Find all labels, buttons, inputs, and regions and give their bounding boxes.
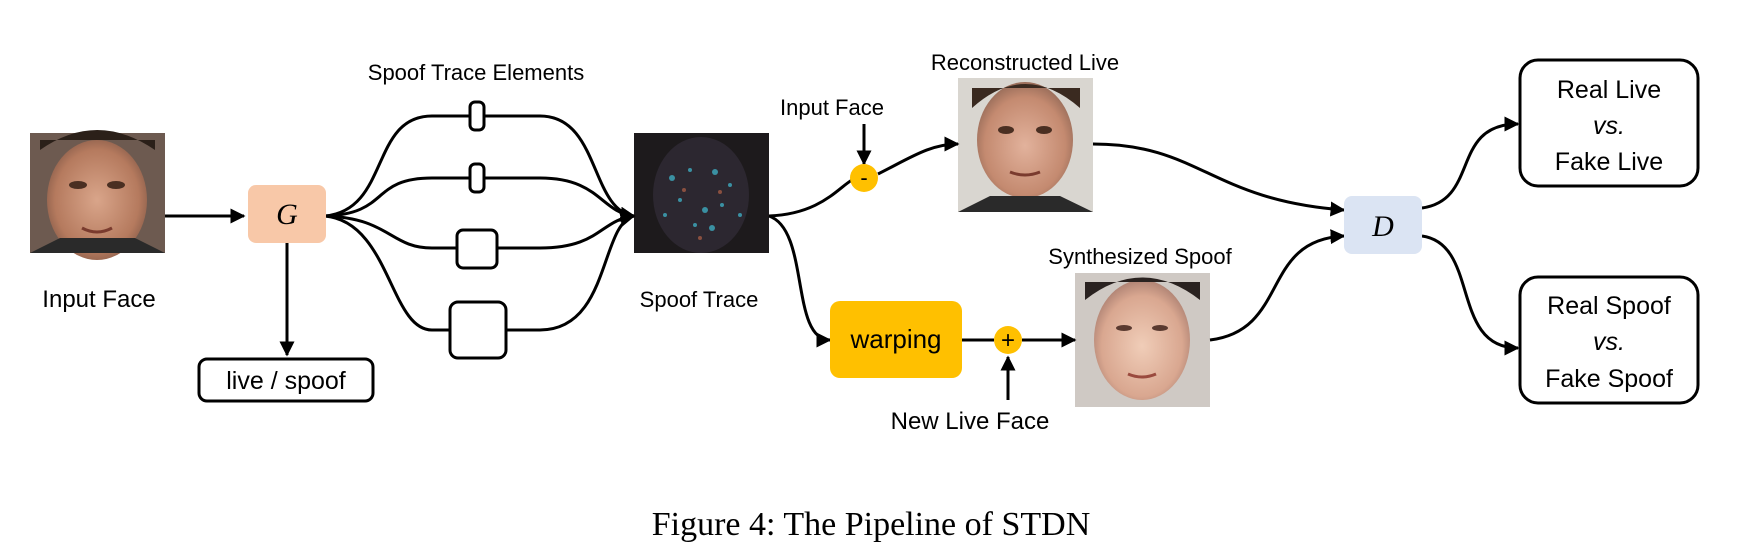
trace-element-4	[448, 300, 508, 360]
output-real-fake-live: Real Live vs. Fake Live	[1518, 58, 1700, 188]
output-top-line3: Fake Live	[1555, 148, 1663, 176]
input-face-label: Input Face	[42, 286, 155, 313]
live-spoof-output: live / spoof	[197, 357, 375, 403]
warping-node: warping	[830, 301, 962, 378]
output-bottom-line1: Real Spoof	[1547, 292, 1671, 320]
synthesized-spoof-label: Synthesized Spoof	[1048, 244, 1232, 269]
live-spoof-label: live / spoof	[226, 367, 346, 395]
spoof-trace-image	[634, 133, 769, 253]
plus-sign: +	[1001, 327, 1015, 354]
spoof-trace-elements-label: Spoof Trace Elements	[368, 60, 584, 85]
trace-element-1	[468, 100, 486, 132]
output-bottom-line2: vs.	[1593, 328, 1625, 356]
input-face-image	[30, 130, 165, 260]
plus-operator: +	[994, 326, 1022, 354]
spoof-trace-label: Spoof Trace	[640, 287, 759, 312]
reconstructed-live-image	[958, 78, 1093, 212]
generator-node: G	[248, 185, 326, 243]
output-top-line1: Real Live	[1557, 76, 1661, 104]
warping-label: warping	[849, 324, 941, 354]
input-face-label-2: Input Face	[780, 95, 884, 120]
connectors	[165, 114, 1520, 400]
synthesized-spoof-image	[1075, 273, 1210, 407]
discriminator-node: D	[1344, 196, 1422, 254]
minus-sign: -	[860, 165, 867, 190]
output-top-line2: vs.	[1593, 112, 1625, 140]
output-real-fake-spoof: Real Spoof vs. Fake Spoof	[1518, 275, 1700, 405]
output-bottom-line3: Fake Spoof	[1545, 365, 1673, 393]
spoof-trace-element-boxes	[448, 100, 508, 360]
new-live-face-label: New Live Face	[891, 408, 1050, 435]
trace-element-3	[455, 228, 499, 270]
generator-label: G	[276, 198, 298, 231]
minus-operator: -	[850, 164, 878, 192]
reconstructed-live-label: Reconstructed Live	[931, 50, 1119, 75]
trace-element-2	[468, 162, 486, 194]
figure-caption: Figure 4: The Pipeline of STDN	[652, 506, 1091, 543]
discriminator-label: D	[1371, 210, 1394, 243]
